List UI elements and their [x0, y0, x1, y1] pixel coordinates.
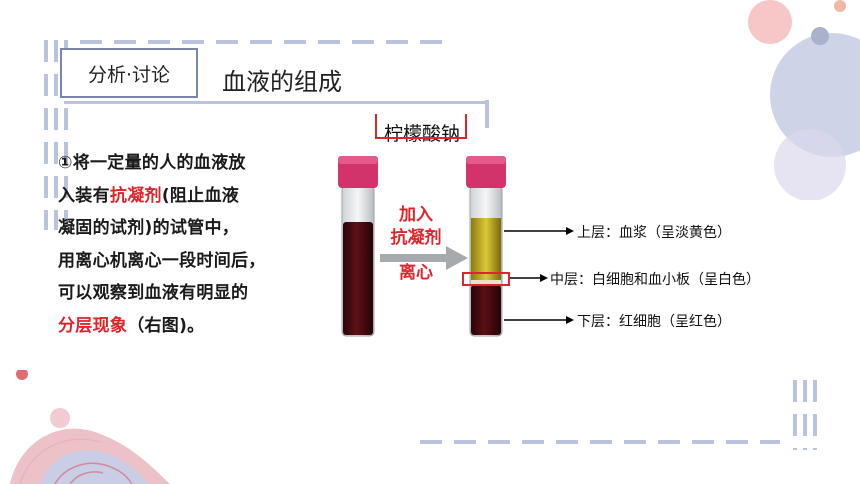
frame-bottom-dashes [420, 440, 780, 444]
test-tube-before [338, 156, 378, 337]
process-line-1: 加入 [399, 205, 433, 225]
frame-left-dashes-2 [54, 40, 58, 230]
test-tube-after [466, 156, 506, 337]
text-line-3: 凝固的试剂)的试管中， [58, 218, 240, 238]
layer-label-lower: 下层：红细胞（呈红色） [577, 314, 731, 330]
process-line-2: 抗凝剂 [390, 228, 442, 248]
text-line-6-post: （右图)。 [127, 315, 205, 336]
text-line-2: 入装有抗凝剂(阻止血液 [58, 180, 308, 213]
frame-bottom-right-dashes-3 [813, 380, 817, 450]
section-tag: 分析·讨论 [60, 48, 198, 98]
middle-layer-highlight [462, 272, 510, 286]
decor-bottom-left [10, 370, 170, 484]
decor-top-right [748, 0, 860, 200]
section-tag-label: 分析·讨论 [87, 63, 171, 86]
frame-bottom-right-dashes [793, 380, 797, 450]
reagent-bracket [375, 114, 467, 139]
layer-arrows [504, 227, 574, 324]
text-line-4: 用离心机离心一段时间后， [58, 250, 266, 271]
frame-right-rule [485, 100, 489, 128]
page-title: 血液的组成 [222, 68, 342, 96]
text-line-1: ①将一定量的人的血液放 [58, 153, 246, 173]
frame-top-dashes [80, 40, 450, 44]
frame-left-dashes-3 [64, 40, 68, 230]
layer-label-upper: 上层：血浆（呈淡黄色） [577, 225, 731, 241]
anticoagulant-highlight: 抗凝剂 [109, 185, 162, 206]
process-label-centrifuge: 离心 [399, 263, 433, 283]
layering-highlight: 分层现象 [58, 315, 128, 336]
text-line-2-pre: 入装有 [58, 185, 110, 206]
frame-left-dashes [44, 40, 48, 230]
text-line-6: 分层现象（右图)。 [58, 310, 308, 343]
title-underline [64, 101, 488, 104]
description-text: ①将一定量的人的血液放 入装有抗凝剂(阻止血液 凝固的试剂)的试管中， 用离心机… [58, 147, 308, 342]
process-label-add: 加入 抗凝剂 [384, 204, 448, 250]
process-arrow [380, 246, 468, 270]
layer-label-middle: 中层：白细胞和血小板（呈白色） [550, 272, 760, 288]
text-line-5: 可以观察到血液有明显的 [58, 283, 249, 303]
reagent-label: 柠檬酸钠 [384, 123, 461, 145]
frame-bottom-right-dashes-2 [803, 380, 807, 450]
text-line-2-post: (阻止血液 [161, 185, 240, 206]
